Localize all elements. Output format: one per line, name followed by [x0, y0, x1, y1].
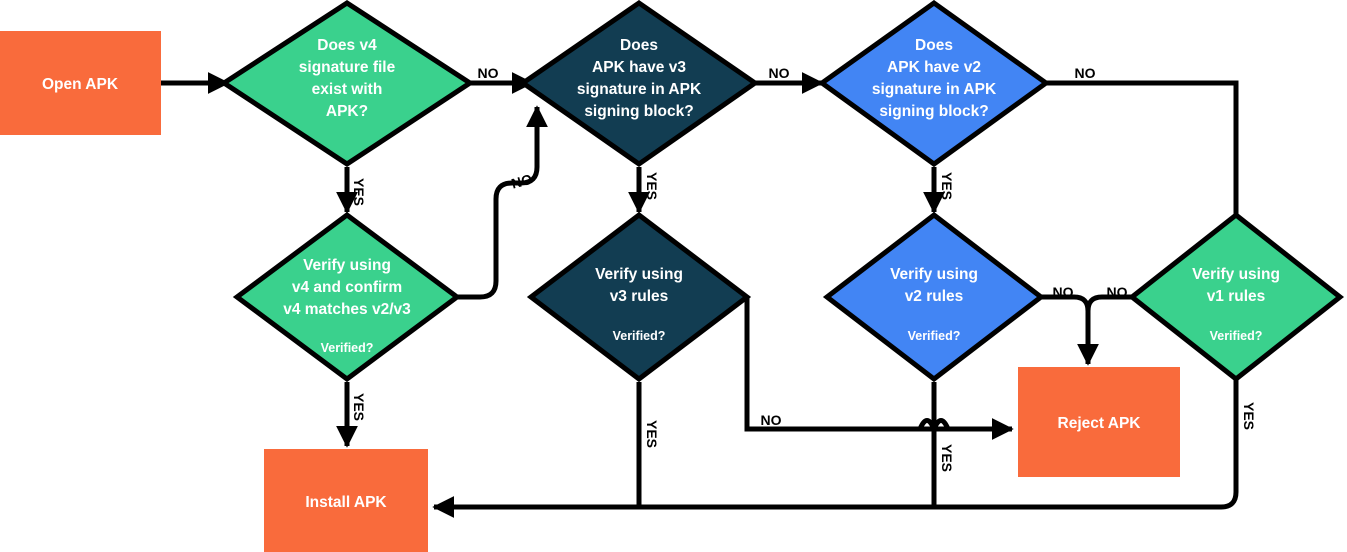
edge-v1verify-no: [1085, 294, 1135, 364]
edge-line-hop: [917, 418, 951, 436]
edge-v1verify-yes: [434, 380, 1239, 510]
node-v2-exists[interactable]: [817, 0, 1051, 168]
v4-verify-label: v4 matches v2/v3: [283, 301, 411, 318]
v2-exists-label: APK have v2: [887, 59, 981, 76]
v4-verify-sublabel: Verified?: [321, 341, 374, 355]
edge-label-v3exists-yes: YES: [644, 172, 660, 200]
v1-verify-label: v1 rules: [1207, 288, 1266, 305]
v2-verify-label: v2 rules: [905, 288, 964, 305]
v3-exists-label: signing block?: [584, 103, 693, 120]
v1-verify-label: Verify using: [1192, 266, 1280, 283]
edge-v2exists-no: [1046, 80, 1239, 216]
v4-exists-label: exist with: [312, 81, 383, 98]
edge-label-v2verify-no: NO: [1053, 284, 1074, 300]
reject-apk-label: Reject APK: [1058, 415, 1142, 432]
node-install-apk[interactable]: [264, 449, 428, 552]
v2-exists-label: Does: [915, 37, 953, 54]
edge-v3verify-no: [744, 297, 1014, 441]
v4-verify-label: v4 and confirm: [292, 279, 402, 296]
edge-v4verify-no: [457, 105, 549, 300]
edge-label-v3exists-no: NO: [769, 65, 790, 81]
edge-label-v3verify-no: NO: [761, 412, 782, 428]
edge-v3verify-yes: [432, 382, 642, 519]
v4-exists-label: Does v4: [317, 37, 377, 54]
edge-label-v2exists-yes: YES: [939, 172, 955, 200]
v3-verify-label: v3 rules: [610, 288, 669, 305]
edge-label-v4verify-no: NO: [509, 171, 534, 192]
install-apk-label: Install APK: [305, 494, 387, 511]
edge-label-v4verify-yes: YES: [351, 393, 367, 421]
v3-verify-sublabel: Verified?: [613, 329, 666, 343]
node-open-apk[interactable]: [0, 31, 161, 135]
v4-exists-label: signature file: [299, 59, 396, 76]
v1-verify-sublabel: Verified?: [1210, 329, 1263, 343]
v4-exists-label: APK?: [326, 103, 368, 120]
node-v4-exists[interactable]: [219, 0, 475, 167]
edge-label-v1verify-no: NO: [1107, 284, 1128, 300]
v3-exists-label: Does: [620, 37, 658, 54]
edge-label-v4exists-yes: YES: [351, 178, 367, 206]
edge-label-v2verify-yes: YES: [939, 444, 955, 472]
node-v1-verify[interactable]: [1127, 211, 1345, 383]
node-v4-verify[interactable]: [232, 211, 462, 383]
v2-verify-label: Verify using: [890, 266, 978, 283]
v3-exists-label: APK have v3: [592, 59, 686, 76]
node-v3-verify[interactable]: [526, 211, 752, 383]
node-v3-exists[interactable]: [518, 0, 760, 168]
v2-verify-sublabel: Verified?: [908, 329, 961, 343]
v2-exists-label: signature in APK: [872, 81, 997, 98]
node-v2-verify[interactable]: [822, 211, 1046, 383]
edge-label-v4exists-no: NO: [478, 65, 499, 81]
node-reject-apk[interactable]: [1018, 367, 1180, 477]
edge-label-v3verify-yes: YES: [644, 420, 660, 448]
edge-label-v2exists-no: NO: [1075, 65, 1096, 81]
edge-label-v1verify-yes: YES: [1241, 402, 1257, 430]
edge-v2verify-no: [1041, 294, 1100, 366]
v2-exists-label: signing block?: [879, 103, 988, 120]
v4-verify-label: Verify using: [303, 257, 391, 274]
v3-exists-label: signature in APK: [577, 81, 702, 98]
open-apk-label: Open APK: [42, 76, 119, 93]
v3-verify-label: Verify using: [595, 266, 683, 283]
